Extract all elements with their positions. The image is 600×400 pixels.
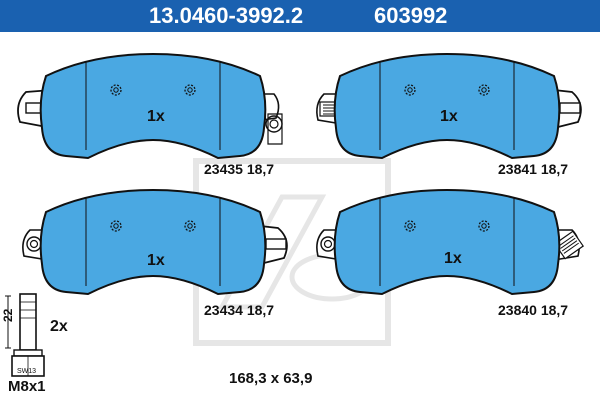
pad-2-code: 23841 [498,161,537,177]
mounting-hole [184,84,196,96]
pad-4-code: 23840 [498,302,537,318]
mounting-hole [110,220,122,232]
brake-pad-3 [22,188,288,296]
bolt-drawing [5,293,45,377]
header-bar: 13.0460-3992.2 603992 [0,0,600,32]
pad-ear-right [553,89,582,129]
pad-2-thickness: 18,7 [540,161,569,177]
pad-4-label: 23840 18,7 [498,302,568,318]
pad-dimensions: 168,3 x 63,9 [229,370,313,387]
mounting-hole [404,84,416,96]
pad-1-code: 23435 [204,161,243,177]
brake-pad-4 [316,188,585,296]
part-number: 13.0460-3992.2 [149,3,304,28]
mounting-hole [404,220,416,232]
pad-1-label: 23435 18,7 [204,161,274,177]
mounting-hole [110,84,122,96]
bolt-wrench-size: SW13 [17,368,37,375]
pad-2-label: 23841 18,7 [498,161,568,177]
bolt-thread: M8x1 [8,378,46,395]
pad-3-quantity: 1x [147,252,165,269]
drawing-canvas: 1x 1x 1x 1x 23435 18,7 23841 18,7 23434 … [0,32,600,400]
pad-1-quantity: 1x [147,108,165,125]
mounting-hole [478,84,490,96]
pad-friction-surface [333,52,561,160]
brake-pad-2 [316,52,582,160]
brake-pad-1 [17,52,283,160]
pad-friction-surface [333,188,561,296]
pad-ear-right [259,225,288,265]
pad-2-quantity: 1x [440,108,458,125]
pad-3-thickness: 18,7 [246,302,275,318]
pad-1-thickness: 18,7 [246,161,275,177]
pad-friction-surface [39,52,267,160]
bolt-length: 22 [1,308,15,322]
wear-sensor [553,229,585,261]
pad-3-label: 23434 18,7 [204,302,274,318]
pad-friction-surface [39,188,267,296]
mounting-hole [184,220,196,232]
mounting-hole [478,220,490,232]
bolt-quantity: 2x [50,318,68,335]
pad-3-code: 23434 [204,302,243,318]
reference-number: 603992 [374,3,448,28]
pad-4-thickness: 18,7 [540,302,569,318]
pad-4-quantity: 1x [444,250,462,267]
